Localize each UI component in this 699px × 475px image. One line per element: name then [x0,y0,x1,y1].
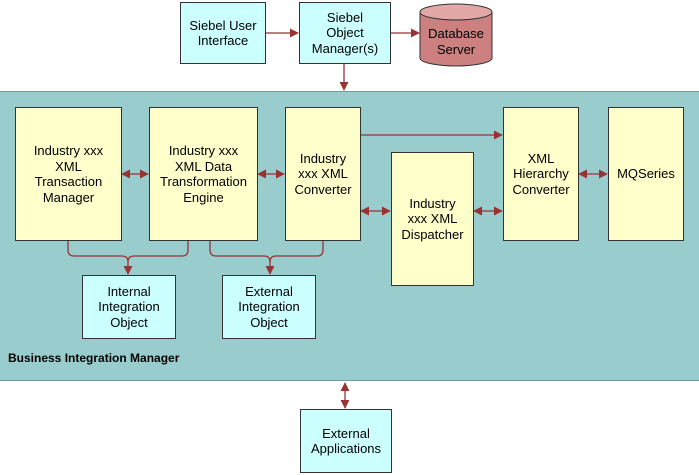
mqseries-box: MQSeries [608,107,684,241]
database-server-label: Database Server [428,26,484,57]
business-integration-manager-label: Business Integration Manager [8,351,180,365]
xml-dispatcher-box: Industry xxx XML Dispatcher [391,152,474,286]
transaction-manager-box: Industry xxx XML Transaction Manager [15,107,122,241]
arrow-bracket-external-io [209,241,275,275]
database-icon [419,3,493,67]
data-transformation-engine-box: Industry xxx XML Data Transformation Eng… [149,107,258,241]
internal-integration-object-box: Internal Integration Object [82,275,176,339]
siebel-user-interface-box: Siebel User Interface [180,2,266,64]
siebel-object-manager-box: Siebel Object Manager(s) [299,2,391,64]
external-integration-object-box: External Integration Object [222,275,316,339]
xml-converter-box: Industry xxx XML Converter [285,107,361,241]
arrow-bracket-internal-io [67,241,133,275]
xml-hierarchy-converter-box: XML Hierarchy Converter [503,107,579,241]
external-applications-box: External Applications [300,409,392,473]
